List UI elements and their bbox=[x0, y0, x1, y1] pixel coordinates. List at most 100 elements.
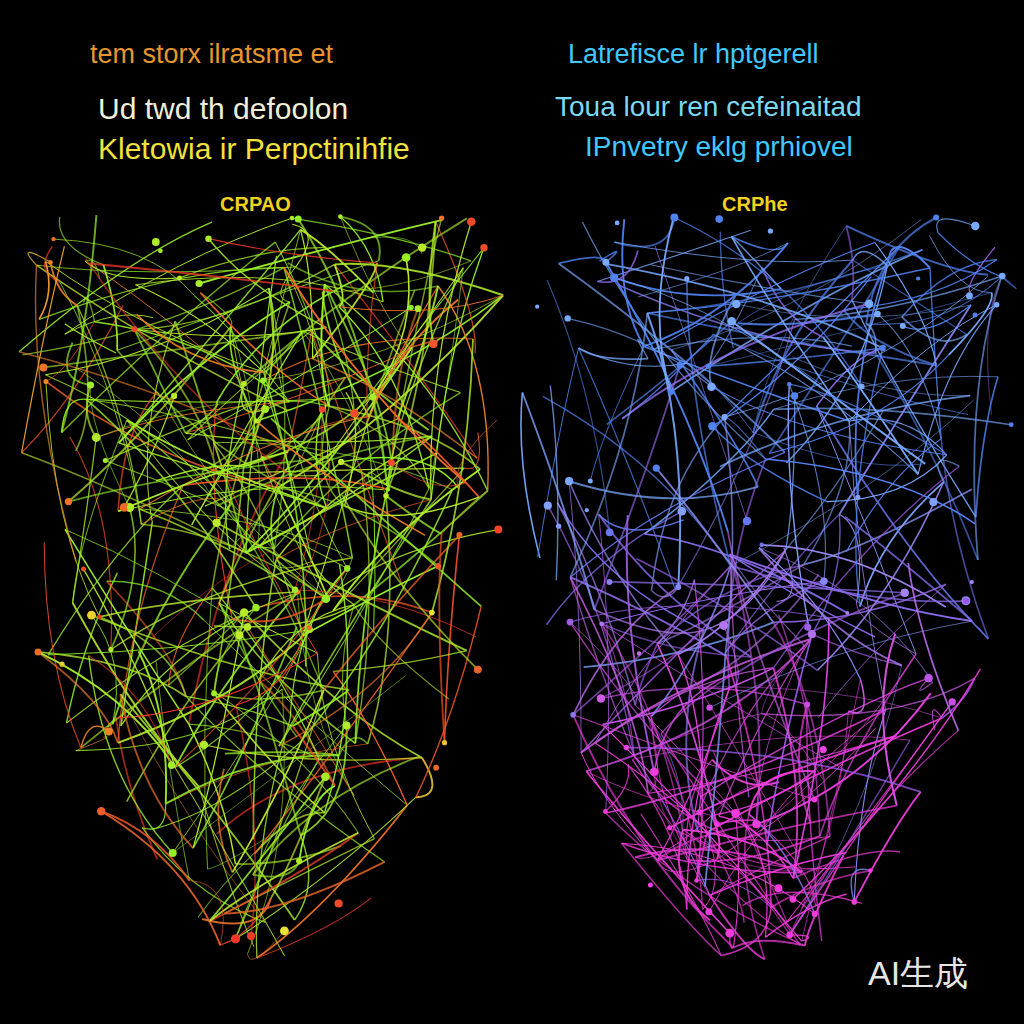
heading-line: Toua lour ren cefeinaitad bbox=[555, 92, 862, 123]
network-line bbox=[579, 348, 649, 359]
network-line bbox=[846, 226, 853, 300]
network-line bbox=[321, 284, 329, 406]
network-line bbox=[790, 711, 849, 935]
network-line bbox=[599, 514, 684, 530]
network-dot bbox=[804, 701, 810, 707]
network-line bbox=[48, 630, 310, 655]
network-dot bbox=[241, 381, 247, 387]
network-line bbox=[949, 293, 992, 355]
network-dot bbox=[236, 631, 244, 639]
network-line bbox=[300, 490, 452, 743]
network-line bbox=[721, 907, 771, 955]
network-line bbox=[87, 385, 96, 438]
network-line bbox=[753, 226, 846, 433]
network-dot bbox=[684, 276, 689, 281]
network-line bbox=[226, 384, 244, 549]
network-line bbox=[774, 376, 998, 409]
network-dot bbox=[35, 648, 42, 655]
network-line bbox=[732, 237, 850, 422]
network-line bbox=[687, 363, 753, 432]
network-line bbox=[938, 460, 959, 481]
network-dot bbox=[852, 899, 858, 905]
network-line bbox=[601, 688, 807, 704]
network-line bbox=[92, 615, 117, 724]
network-line bbox=[217, 468, 464, 474]
network-dot bbox=[158, 248, 163, 253]
network-dot bbox=[637, 651, 642, 656]
network-line bbox=[937, 219, 976, 233]
network-dot bbox=[344, 565, 350, 571]
network-line bbox=[654, 243, 875, 350]
network-line bbox=[753, 260, 853, 433]
network-line bbox=[595, 566, 730, 743]
network-dot bbox=[670, 214, 678, 222]
network-line bbox=[866, 277, 1001, 325]
network-line bbox=[193, 612, 244, 848]
network-dot bbox=[247, 932, 255, 940]
network-line bbox=[786, 411, 883, 550]
network-line bbox=[652, 591, 676, 597]
network-line bbox=[756, 646, 804, 824]
network-dot bbox=[820, 746, 827, 753]
network-dot bbox=[211, 690, 217, 696]
network-line bbox=[827, 455, 947, 502]
network-line bbox=[793, 669, 981, 900]
network-dot bbox=[706, 704, 712, 710]
network-dot bbox=[345, 566, 349, 570]
network-dot bbox=[127, 505, 133, 511]
network-line bbox=[373, 237, 422, 254]
network-line bbox=[209, 833, 358, 922]
network-dot bbox=[597, 694, 605, 702]
network-dot bbox=[244, 623, 252, 631]
network-line bbox=[19, 352, 288, 452]
network-dot bbox=[231, 935, 240, 944]
network-line bbox=[214, 608, 256, 694]
network-dot bbox=[152, 238, 160, 246]
network-dot bbox=[791, 392, 798, 399]
network-dot bbox=[624, 745, 630, 751]
network-line bbox=[253, 726, 347, 875]
network-dot bbox=[231, 935, 240, 944]
network-dot bbox=[196, 280, 203, 287]
network-line bbox=[186, 433, 432, 442]
network-dot bbox=[261, 405, 269, 413]
network-dot bbox=[602, 259, 609, 266]
network-dot bbox=[880, 345, 886, 351]
network-line bbox=[733, 813, 738, 947]
network-line bbox=[293, 726, 335, 786]
network-line bbox=[732, 237, 782, 289]
network-dot bbox=[565, 315, 571, 321]
network-line bbox=[672, 350, 758, 487]
network-dot bbox=[588, 479, 593, 484]
network-dot bbox=[599, 621, 604, 626]
network-line bbox=[793, 851, 900, 878]
network-line bbox=[599, 514, 609, 813]
network-line bbox=[244, 612, 422, 757]
network-dot bbox=[65, 498, 72, 505]
network-line bbox=[342, 495, 478, 670]
network-line bbox=[622, 843, 722, 955]
network-line bbox=[225, 862, 385, 914]
network-dot bbox=[474, 666, 482, 674]
network-line bbox=[648, 793, 800, 945]
network-dot bbox=[369, 394, 376, 401]
network-dot bbox=[48, 260, 53, 265]
network-dot bbox=[667, 825, 672, 830]
network-dot bbox=[752, 820, 760, 828]
network-line bbox=[271, 777, 325, 898]
network-line bbox=[704, 550, 786, 630]
network-line bbox=[303, 331, 461, 393]
network-dot bbox=[321, 772, 330, 781]
network-line bbox=[745, 814, 765, 959]
network-dot bbox=[812, 911, 818, 917]
network-line bbox=[804, 421, 850, 564]
network-line bbox=[333, 468, 464, 611]
network-line bbox=[340, 217, 380, 261]
network-line bbox=[292, 218, 471, 261]
network-dot bbox=[648, 883, 653, 888]
network-dot bbox=[705, 908, 712, 915]
network-line bbox=[134, 264, 334, 329]
network-dot bbox=[200, 741, 208, 749]
network-dot bbox=[675, 584, 681, 590]
network-line bbox=[101, 811, 220, 945]
